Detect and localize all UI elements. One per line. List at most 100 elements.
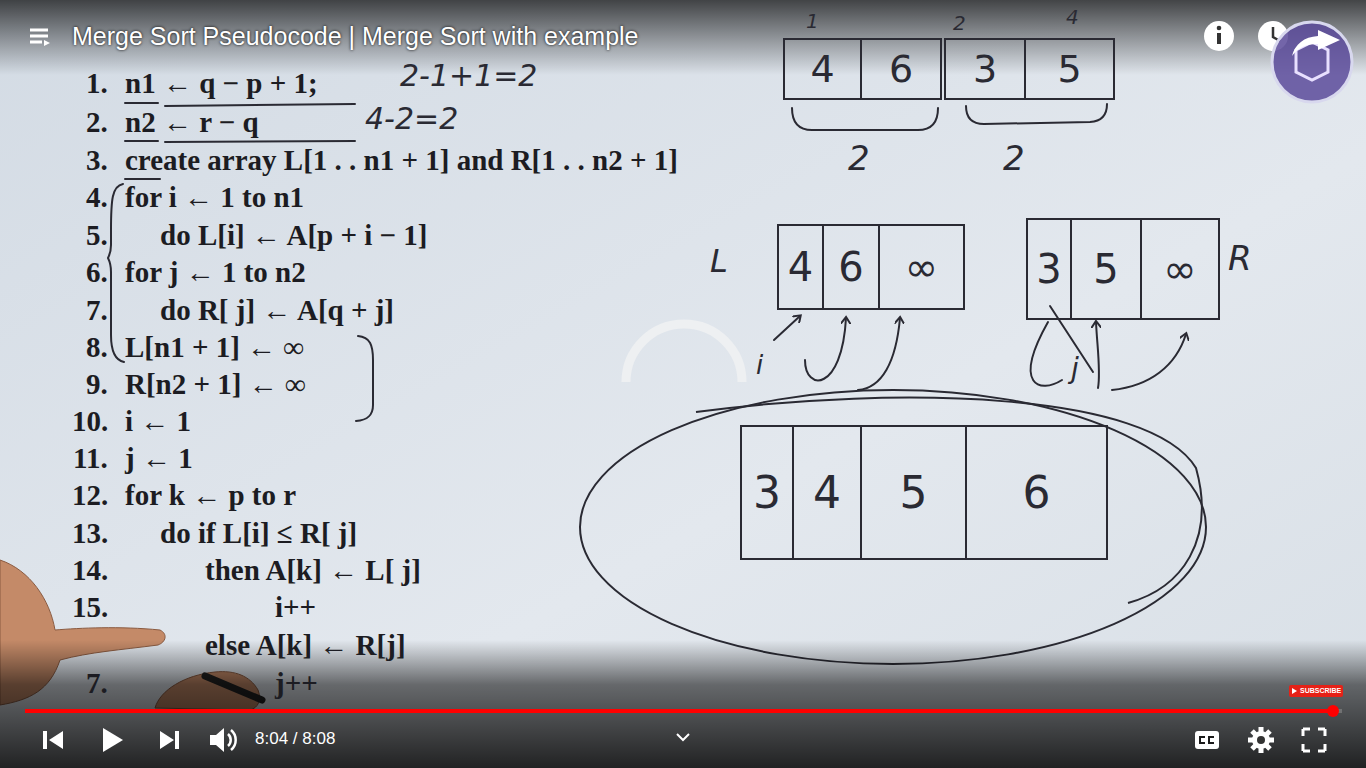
code-line: for j ← 1 to n2 [125, 254, 306, 290]
array-cell: ∞ [878, 224, 965, 310]
pointer-arrow [1096, 322, 1099, 388]
handwritten-calc: 4-2=2 [365, 101, 458, 137]
subscribe-text: SUBSCRIBE [1300, 685, 1341, 697]
cell-value: 5 [1057, 47, 1081, 91]
array-name: R [1228, 238, 1252, 279]
handwritten-calc: 2-1+1=2 [400, 58, 537, 94]
result-ellipse [580, 390, 1206, 664]
array-cell: 5 [1024, 38, 1115, 100]
cell-value: 5 [900, 467, 928, 518]
pointer-arrow [1031, 322, 1062, 386]
settings-teeth [1248, 727, 1274, 753]
code-line: for i ← 1 to n1 [125, 179, 304, 215]
underline [125, 102, 158, 104]
subscribe-icon [1292, 688, 1297, 694]
pointer-arrow [805, 318, 846, 380]
bracket [356, 336, 373, 421]
line-number: 15. [72, 589, 108, 625]
progress-track [25, 709, 1342, 713]
array-cell: 4 [792, 425, 862, 560]
cell-value: 3 [753, 467, 781, 518]
cell-value: 6 [889, 47, 913, 91]
volume-wave [231, 730, 236, 750]
code-line: for k ← p to r [125, 477, 296, 513]
video-title: Merge Sort Pseudocode | Merge Sort with … [72, 21, 639, 51]
result-ellipse-stroke [696, 398, 1202, 603]
channel-logo [1272, 22, 1352, 102]
pointer-arrow [774, 316, 800, 340]
line-number: 9. [86, 366, 108, 402]
array-cell: 4 [777, 224, 824, 310]
time-display: 8:04 / 8:08 [255, 729, 335, 749]
size-mark: 2 [848, 138, 870, 179]
code-line: do if L[i] ≤ R[ j] [160, 515, 357, 551]
play-icon [103, 728, 123, 752]
array-cell: ∞ [1140, 218, 1220, 320]
volume-icon [210, 728, 224, 752]
array-cell: 5 [860, 425, 967, 560]
volume-wave [228, 734, 231, 746]
cell-value: ∞ [905, 244, 938, 290]
code-line: j ← 1 [125, 440, 193, 476]
underline [125, 140, 158, 142]
fullscreen-icon [1303, 729, 1325, 751]
playlist-icon [30, 30, 48, 42]
underline [125, 178, 160, 180]
pointer-arrow [858, 318, 900, 390]
line-number: 12. [72, 477, 108, 513]
code-line: n2 ← r − q [125, 104, 259, 140]
top-shade [0, 0, 1366, 75]
info-dot [1217, 26, 1222, 31]
array-name: L [710, 242, 728, 280]
code-line: i++ [275, 589, 316, 625]
cell-value: 4 [788, 244, 813, 290]
brace [108, 184, 124, 362]
line-number: 5. [86, 217, 108, 253]
array-cell: 6 [860, 38, 942, 100]
size-bracket [792, 108, 938, 130]
line-number: 7. [86, 665, 108, 701]
array-cell: 3 [1026, 218, 1072, 320]
chevron-icon [677, 734, 689, 740]
array-cell: 6 [965, 425, 1108, 560]
progress-knob [1327, 705, 1339, 717]
bottom-shade [0, 640, 1366, 768]
code-line: L[n1 + 1] ← ∞ [125, 329, 304, 365]
code-line: i ← 1 [125, 403, 191, 439]
code-line: R[n2 + 1] ← ∞ [125, 366, 306, 402]
code-line: j++ [275, 665, 318, 701]
array-cell: 3 [740, 425, 794, 560]
pointer-name: i [756, 350, 763, 381]
underline [165, 141, 355, 142]
code-line: do L[i] ← A[p + i − 1] [160, 217, 428, 253]
next-icon [160, 731, 179, 749]
line-number: 2. [86, 104, 108, 140]
array-cell: 3 [944, 38, 1026, 100]
code-line: create array L[1 . . n1 + 1] and R[1 . .… [125, 142, 678, 178]
line-number: 14. [72, 552, 108, 588]
cell-value: 3 [973, 47, 997, 91]
cell-value: 4 [810, 47, 834, 91]
cell-value: 3 [1036, 246, 1061, 292]
cell-value: 4 [813, 467, 841, 518]
array-cell: 5 [1070, 218, 1142, 320]
line-number: 3. [86, 142, 108, 178]
share-icon [1292, 30, 1340, 56]
code-line: n1 ← q − p + 1; [125, 65, 318, 101]
line-number: 1. [86, 65, 108, 101]
info-mark [1217, 33, 1221, 44]
loading-spinner [626, 324, 742, 382]
index-mark: 2 [953, 11, 966, 35]
captions-marks [1200, 737, 1214, 743]
line-number: 6. [86, 254, 108, 290]
line-number: 8. [86, 329, 108, 365]
code-line: then A[k] ← L[ j] [205, 552, 421, 588]
size-mark: 2 [1003, 138, 1025, 179]
captions-icon [1195, 731, 1219, 749]
line-number: 4. [86, 179, 108, 215]
subscribe-badge [1289, 685, 1343, 697]
index-mark: 4 [1066, 5, 1079, 29]
index-mark: 1 [806, 9, 819, 33]
cell-value: 5 [1093, 246, 1118, 292]
